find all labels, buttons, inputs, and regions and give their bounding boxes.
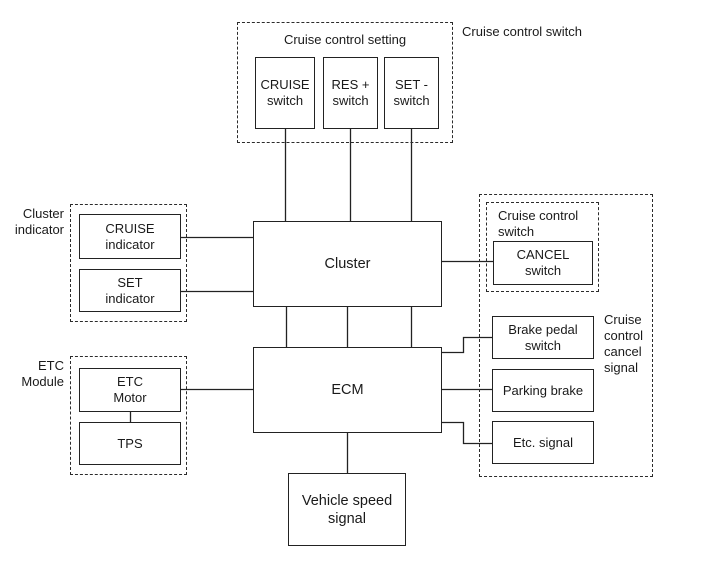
set-minus-switch-box: SET - switch: [384, 57, 439, 129]
etc-module-label: ETC Module: [21, 358, 64, 389]
wire-ecm-to-etc-signal: [441, 421, 492, 445]
cruise-control-setting-title: Cruise control setting: [283, 32, 407, 47]
cruise-control-setting-group: [237, 22, 453, 143]
cruise-indicator-box: CRUISE indicator: [79, 214, 181, 259]
set-indicator-box: SET indicator: [79, 269, 181, 312]
ecm-box: ECM: [253, 347, 442, 433]
etc-motor-box: ETC Motor: [79, 368, 181, 412]
cancel-switch-box: CANCEL switch: [493, 241, 593, 285]
cluster-box: Cluster: [253, 221, 442, 307]
cluster-indicator-group: [70, 204, 187, 322]
cruise-control-switch-inner-label: Cruise control switch: [498, 208, 579, 239]
vehicle-speed-signal-box: Vehicle speed signal: [288, 473, 406, 546]
cruise-control-switch-top-label: Cruise control switch: [462, 24, 582, 39]
parking-brake-box: Parking brake: [492, 369, 594, 412]
cruise-switch-box: CRUISE switch: [255, 57, 315, 129]
etc-signal-box: Etc. signal: [492, 421, 594, 464]
res-plus-switch-box: RES + switch: [323, 57, 378, 129]
cruise-control-cancel-signal-label: Cruise control cancel signal: [604, 312, 644, 375]
cruise-control-cancel-signal-group: [479, 194, 653, 477]
wire-ecm-to-brake-pedal: [441, 336, 492, 354]
cluster-indicator-label: Cluster indicator: [14, 206, 64, 237]
tps-box: TPS: [79, 422, 181, 465]
cruise-control-switch-group: [486, 202, 599, 292]
brake-pedal-switch-box: Brake pedal switch: [492, 316, 594, 359]
etc-module-group: [70, 356, 187, 475]
